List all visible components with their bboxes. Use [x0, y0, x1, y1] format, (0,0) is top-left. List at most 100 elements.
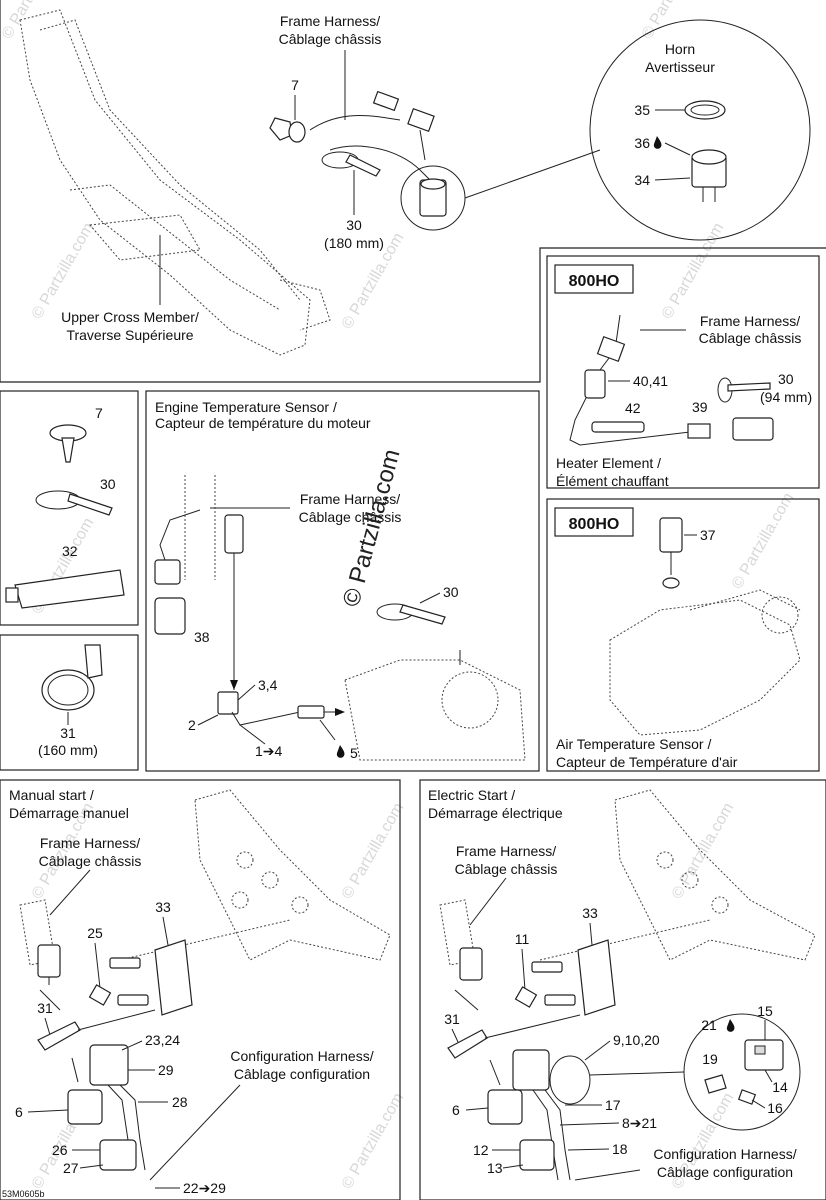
- ho800-heater-panel: 800HO Frame Harness/ Câblage châssis 40,…: [546, 255, 820, 489]
- frame-harness-label-fr: Câblage châssis: [39, 853, 142, 869]
- electric-start-title: Electric Start /: [428, 787, 515, 803]
- part-number: 13: [487, 1160, 503, 1176]
- watermark: © Partzilla.com: [339, 800, 408, 902]
- manual-start-title: Manual start /: [9, 787, 94, 803]
- frame-harness-label: Frame Harness/: [700, 313, 800, 329]
- part-number: 35: [634, 102, 650, 118]
- grease-drop-icon: [726, 1019, 735, 1032]
- model-tag: 800HO: [569, 273, 620, 290]
- watermark: © Partzilla.com: [729, 490, 798, 592]
- engine-temp-panel: Engine Temperature Sensor / Capteur de t…: [145, 390, 540, 772]
- part-number: 32: [62, 543, 78, 559]
- config-harness-label-fr: Câblage configuration: [657, 1164, 793, 1180]
- part-number: 31: [60, 725, 76, 741]
- ho800-air-sensor-panel: 800HO 37 Air Temperature Sensor / Capteu…: [546, 498, 820, 772]
- clamp-panel: 31 (160 mm): [0, 634, 139, 771]
- big-watermark: © Partzilla.com: [338, 446, 406, 609]
- manual-start-title-fr: Démarrage manuel: [9, 805, 129, 821]
- electric-start-panel: Electric Start / Démarrage électrique Fr…: [419, 779, 826, 1200]
- frame-harness-label-fr: Câblage châssis: [455, 861, 558, 877]
- part-number: 26: [52, 1142, 68, 1158]
- air-sensor-label-fr: Capteur de Température d'air: [556, 754, 738, 770]
- horn-detail: Horn Avertisseur 35 36 34: [589, 19, 811, 241]
- part-size: (180 mm): [324, 235, 384, 251]
- grease-drop-icon: [653, 136, 662, 149]
- part-number: 30: [778, 371, 794, 387]
- grease-drop-icon: [336, 745, 345, 758]
- frame-harness-label-fr: Câblage châssis: [299, 509, 402, 525]
- part-number: 30: [346, 217, 362, 233]
- part-number: 34: [634, 172, 650, 188]
- model-tag: 800HO: [569, 516, 620, 533]
- upper-cross-label-fr: Traverse Supérieure: [66, 327, 193, 343]
- part-number: 12: [473, 1142, 489, 1158]
- watermark: © Partzilla.com: [339, 1090, 408, 1192]
- part-number: 17: [605, 1097, 621, 1113]
- config-harness-label-fr: Câblage configuration: [234, 1066, 370, 1082]
- part-number: 21: [701, 1017, 717, 1033]
- frame-harness-label: Frame Harness/: [40, 835, 140, 851]
- part-number: 37: [700, 527, 716, 543]
- part-number: 3,4: [258, 677, 278, 693]
- horn-label-fr: Avertisseur: [645, 59, 715, 75]
- upper-cross-label: Upper Cross Member/: [61, 309, 199, 325]
- part-number: 31: [37, 1000, 53, 1016]
- part-number: 23,24: [145, 1032, 180, 1048]
- part-number: 25: [87, 925, 103, 941]
- heater-label: Heater Element /: [556, 455, 661, 471]
- config-harness-label: Configuration Harness/: [653, 1146, 796, 1162]
- watermark: © Partzilla.com: [0, 0, 67, 42]
- part-number: 19: [702, 1051, 718, 1067]
- config-harness-label: Configuration Harness/: [230, 1048, 373, 1064]
- part-number: 11: [515, 931, 530, 947]
- frame-harness-label-fr: Câblage châssis: [699, 330, 802, 346]
- part-size: (94 mm): [760, 389, 812, 405]
- part-number: 36: [634, 135, 650, 151]
- frame-harness-label-fr: Câblage châssis: [279, 31, 382, 47]
- part-number: 5: [350, 745, 358, 761]
- air-sensor-label: Air Temperature Sensor /: [556, 736, 711, 752]
- part-number: 40,41: [633, 373, 668, 389]
- drawing-code: 53M0605b: [2, 1189, 45, 1199]
- watermark: © Partzilla.com: [669, 800, 738, 902]
- part-number: 8➔21: [622, 1115, 657, 1131]
- heater-label-fr: Élément chauffant: [556, 473, 669, 489]
- frame-harness-label: Frame Harness/: [280, 13, 380, 29]
- part-number: 1➔4: [255, 743, 283, 759]
- part-number: 42: [625, 400, 641, 416]
- part-number: 29: [158, 1062, 174, 1078]
- engine-temp-title: Engine Temperature Sensor /: [155, 399, 337, 415]
- part-number: 39: [692, 399, 708, 415]
- engine-temp-title-fr: Capteur de température du moteur: [155, 415, 371, 431]
- part-size: (160 mm): [38, 742, 98, 758]
- part-number: 31: [444, 1011, 460, 1027]
- manual-start-panel: Manual start / Démarrage manuel Frame Ha…: [0, 779, 401, 1200]
- electric-start-title-fr: Démarrage électrique: [428, 805, 563, 821]
- part-number: 9,10,20: [613, 1032, 660, 1048]
- part-number: 28: [172, 1094, 188, 1110]
- frame-harness-label: Frame Harness/: [456, 843, 556, 859]
- part-number: 14: [772, 1079, 788, 1095]
- hardware-panel: 7 30 32: [0, 390, 139, 626]
- horn-label: Horn: [665, 41, 695, 57]
- part-number: 16: [767, 1100, 783, 1116]
- part-number: 7: [95, 405, 103, 421]
- part-number: 27: [63, 1160, 79, 1176]
- part-number: 6: [15, 1104, 23, 1120]
- part-number: 38: [194, 629, 210, 645]
- part-number: 22➔29: [183, 1180, 226, 1196]
- watermark: © Partzilla.com: [639, 0, 708, 42]
- part-number: 33: [582, 905, 598, 921]
- part-number: 30: [100, 476, 116, 492]
- part-number: 6: [452, 1102, 460, 1118]
- part-number: 2: [188, 717, 196, 733]
- part-number: 15: [757, 1003, 773, 1019]
- part-number: 7: [291, 77, 299, 93]
- part-number: 18: [612, 1141, 628, 1157]
- part-number: 30: [443, 584, 459, 600]
- top-panel: Frame Harness/ Câblage châssis 7 30 (180…: [0, 0, 826, 383]
- part-number: 33: [155, 899, 171, 915]
- frame-harness-label: Frame Harness/: [300, 491, 400, 507]
- watermark: © Partzilla.com: [29, 220, 98, 322]
